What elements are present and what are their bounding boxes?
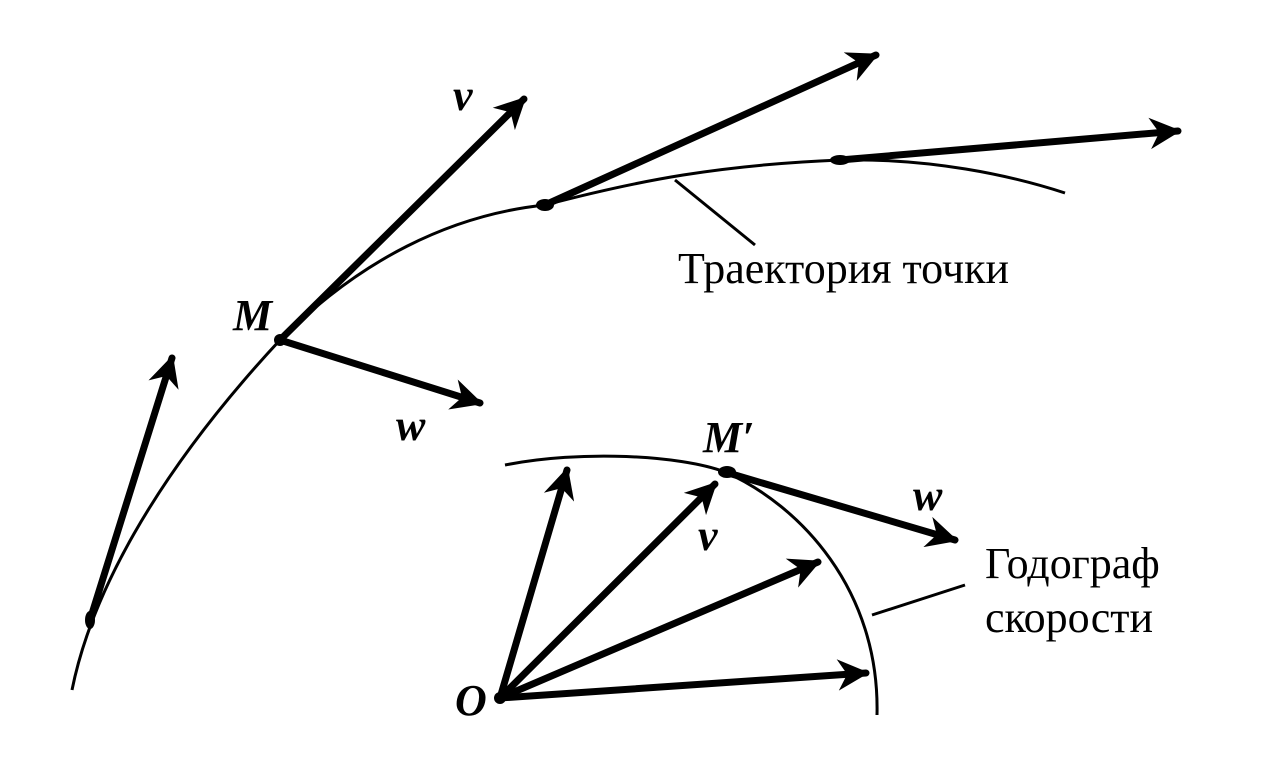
velocity-arrow-1 — [86, 354, 179, 624]
label-v-trajectory: v — [453, 71, 473, 120]
label-w-hodograph: w — [913, 471, 943, 520]
origin-point — [494, 692, 506, 704]
hodograph-vector-4 — [496, 659, 870, 702]
label-m: M — [232, 291, 274, 340]
point-marker-4 — [830, 155, 850, 165]
hodograph-vector-3 — [496, 558, 822, 702]
hodograph-caption-line1: Годограф — [985, 539, 1160, 588]
label-v-hodograph: v — [698, 511, 718, 560]
point-marker-1 — [85, 611, 95, 629]
hodograph-acceleration-arrow — [721, 468, 959, 548]
point-m-prime — [718, 466, 736, 478]
label-origin: O — [455, 676, 487, 725]
label-m-prime: M′ — [702, 413, 755, 462]
velocity-arrow-3 — [541, 51, 880, 209]
hodograph-vector-1 — [496, 466, 575, 702]
point-marker-3 — [536, 199, 554, 211]
trajectory-curve — [70, 158, 1066, 691]
acceleration-arrow-m — [276, 336, 484, 410]
hodograph-vector-v — [496, 480, 719, 702]
hodograph-pointer-line — [871, 583, 966, 617]
point-m — [274, 334, 286, 346]
hodograph-caption-line2: скорости — [985, 593, 1153, 642]
velocity-arrow-m — [276, 95, 528, 344]
trajectory-pointer-line — [674, 178, 756, 247]
trajectory-caption: Траектория точки — [678, 244, 1009, 293]
velocity-arrow-4 — [836, 117, 1182, 164]
label-w-trajectory: w — [396, 401, 426, 450]
